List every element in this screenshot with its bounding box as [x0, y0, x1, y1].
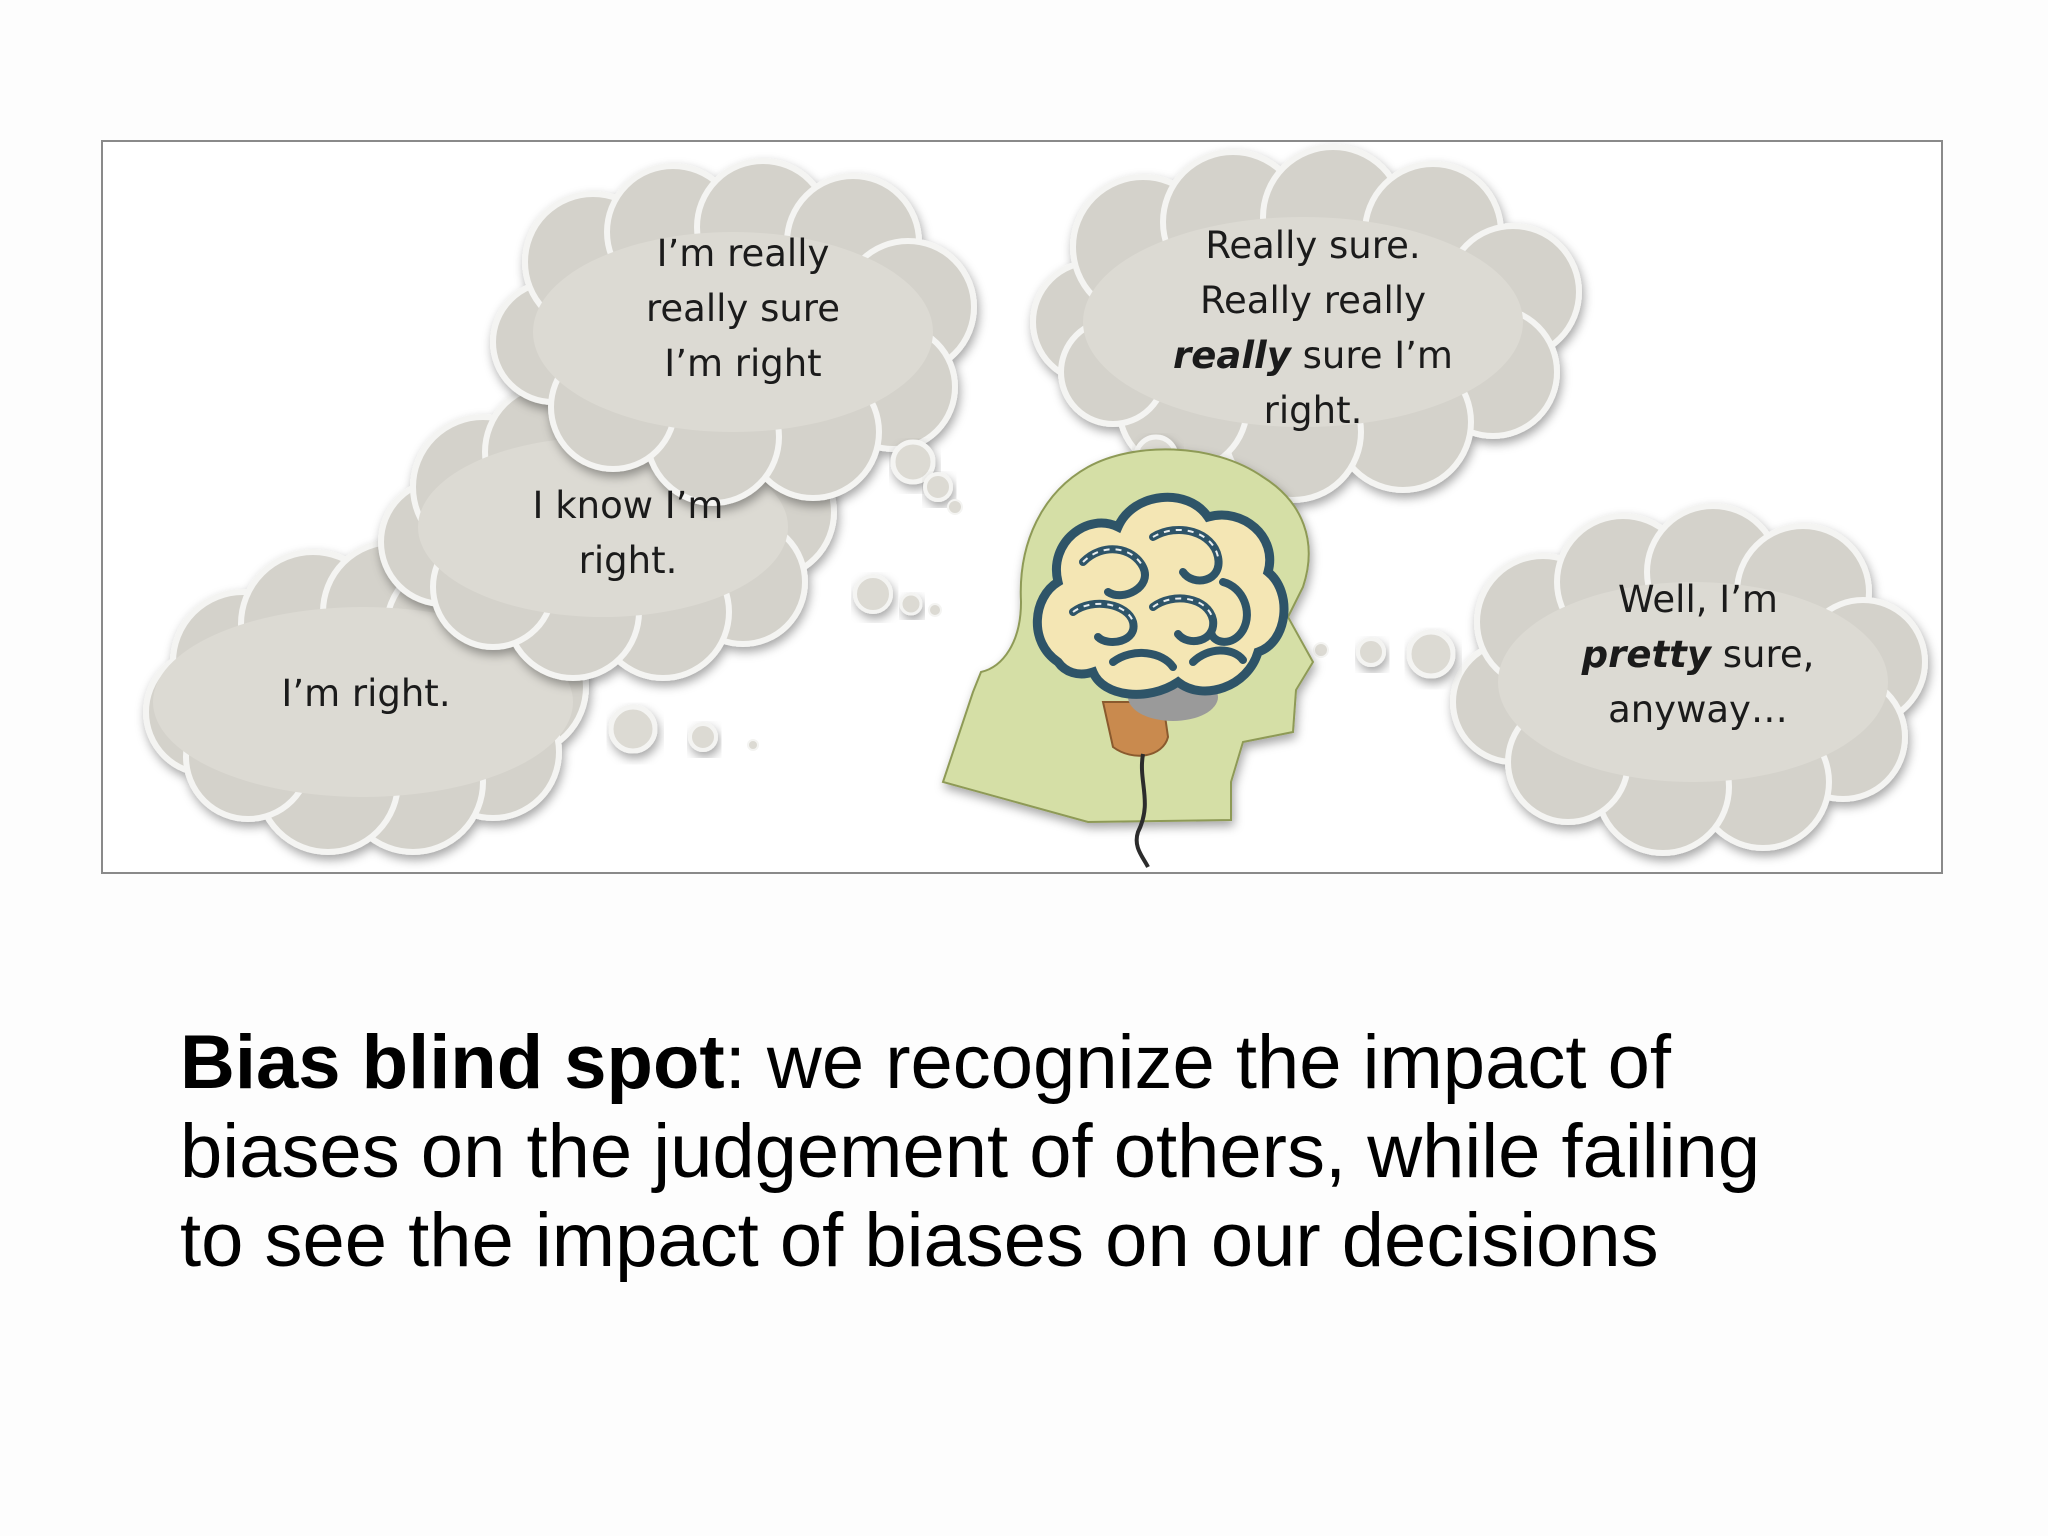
thought-dot: [923, 472, 953, 502]
thought-dot: [688, 722, 718, 752]
bubble-text-line: Well, I’m: [1618, 578, 1778, 621]
thought-dot: [890, 439, 936, 485]
bubble-im-really-really-sure: I’m really really sure I’m right: [623, 226, 863, 391]
thought-dot: [1406, 629, 1456, 679]
thought-dot: [947, 499, 963, 515]
figure-illustration: I’m right. I know I’m right. I’m really …: [101, 140, 1943, 874]
caption-term: Bias blind spot: [180, 1020, 725, 1105]
thought-dot: [1356, 637, 1386, 667]
thought-dot: [853, 574, 893, 614]
thought-dot: [899, 592, 923, 616]
bubble-i-know-im-right: I know I’m right.: [508, 478, 748, 588]
caption-line: to see the impact of biases on our decis…: [180, 1198, 1659, 1283]
illustration-svg: [143, 144, 1928, 868]
thought-cloud-icon: [490, 158, 977, 506]
caption-line-rest: : we recognize the impact of: [724, 1020, 1671, 1105]
bubble-text-line: Really sure.: [1205, 224, 1421, 267]
bubble-text-line: really sure I’m: [1168, 328, 1458, 383]
bubble-text-line: pretty sure,: [1563, 627, 1833, 682]
caption-line: Bias blind spot: we recognize the impact…: [180, 1018, 1940, 1107]
bubble-well-im-pretty-sure: Well, I’m pretty sure, anyway…: [1563, 572, 1833, 737]
thought-cloud-icon: [1450, 503, 1928, 856]
thought-dot: [747, 739, 759, 751]
caption: Bias blind spot: we recognize the impact…: [180, 1018, 1940, 1285]
bubble-text-rest: sure I’m: [1290, 334, 1453, 377]
thought-dot: [608, 704, 658, 754]
thought-dot: [928, 603, 942, 617]
brain-icon: [1032, 492, 1289, 868]
bubble-text-line: right.: [578, 539, 678, 582]
emphasis-really: really: [1173, 334, 1291, 377]
bubble-im-right: I’m right.: [251, 666, 481, 721]
bubble-text-line: right.: [1263, 389, 1363, 432]
bubble-text-line: I’m really: [656, 232, 830, 275]
bubble-text-line: I’m right.: [281, 672, 451, 715]
caption-line: biases on the judgement of others, while…: [180, 1109, 1761, 1194]
emphasis-pretty: pretty: [1581, 633, 1711, 676]
bubble-text-line: I’m right: [664, 342, 822, 385]
bubble-really-sure: Really sure. Really really really sure I…: [1168, 218, 1458, 438]
bubble-text-line: Really really: [1200, 279, 1426, 322]
bubble-text-rest: sure,: [1710, 633, 1815, 676]
thought-dot: [1313, 642, 1329, 658]
bubble-text-line: really sure: [646, 287, 840, 330]
bubble-text-line: I know I’m: [532, 484, 724, 527]
bubble-text-line: anyway…: [1608, 688, 1788, 731]
